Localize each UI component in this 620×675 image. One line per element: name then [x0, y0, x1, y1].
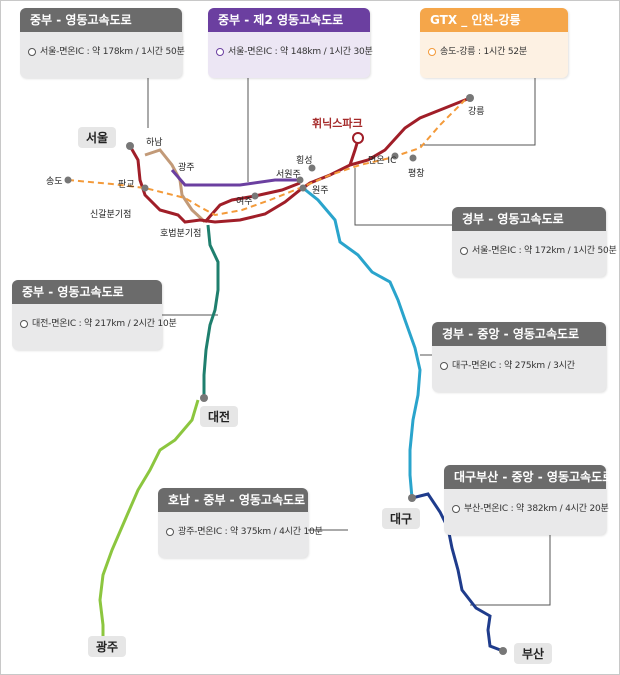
box-detail: 서울-면온IC : 약 178km / 1시간 50분 — [40, 47, 185, 57]
dot-wonju — [299, 184, 307, 192]
label-gwangju-gg: 광주 — [178, 163, 195, 173]
bullet-icon — [20, 319, 28, 328]
route-main-expressway — [128, 96, 471, 224]
label-singal: 신갈분기점 — [90, 210, 132, 220]
box-detail: 광주-면온IC : 약 375km / 4시간 10분 — [178, 527, 323, 537]
dot-hoengseong — [308, 164, 316, 172]
box-title: 중부 - 제2 영동고속도로 — [208, 8, 370, 32]
label-gangneung: 강릉 — [468, 107, 485, 117]
resort-label: 휘닉스파크 — [312, 117, 363, 130]
box-jungbu-yeongdong-top: 중부 - 영동고속도로 서울-면온IC : 약 178km / 1시간 50분 — [20, 8, 185, 78]
box-title: 중부 - 영동고속도로 — [20, 8, 182, 32]
dot-songdo — [64, 176, 72, 184]
bullet-icon — [440, 361, 448, 370]
box-detail: 대구-면온IC : 약 275km / 3시간 — [452, 361, 575, 371]
box-honam-jungbu: 호남 - 중부 - 영동고속도로 광주-면온IC : 약 375km / 4시간… — [158, 488, 323, 558]
box-title: 호남 - 중부 - 영동고속도로 — [158, 488, 308, 512]
label-hoengseong: 횡성 — [296, 156, 313, 166]
box-gtx: GTX _ 인천-강릉 송도-강릉 : 1시간 52분 — [420, 8, 568, 78]
box-title: 경부 - 영동고속도로 — [452, 207, 606, 231]
dot-yeoju — [251, 192, 259, 200]
label-wonju: 원주 — [312, 186, 329, 196]
dot-pangyo — [141, 184, 149, 192]
bullet-icon — [166, 527, 174, 536]
resort-marker — [352, 132, 364, 144]
route-gwangju — [98, 399, 200, 640]
box-jungbu2-yeongdong: 중부 - 제2 영동고속도로 서울-면온IC : 약 148km / 1시간 3… — [208, 8, 373, 78]
box-daegu-busan: 대구부산 - 중앙 - 영동고속도로 부산-면온IC : 약 382km / 4… — [444, 465, 613, 535]
bullet-icon — [216, 47, 224, 56]
dot-pyeongchang — [409, 154, 417, 162]
box-detail: 서울-면온IC : 약 148km / 1시간 30분 — [228, 47, 373, 57]
box-detail: 대전-면온IC : 약 217km / 2시간 10분 — [32, 319, 177, 329]
box-title: 중부 - 영동고속도로 — [12, 280, 162, 304]
connector-busan — [470, 535, 551, 606]
connector-lines — [147, 78, 551, 606]
label-pangyo: 판교 — [118, 180, 135, 190]
box-gyeongbu-yeongdong: 경부 - 영동고속도로 서울-면온IC : 약 172km / 1시간 50분 — [452, 207, 617, 277]
route-daegu — [302, 186, 422, 499]
label-hanam: 하남 — [146, 138, 163, 148]
label-yeoju: 여주 — [236, 197, 253, 207]
box-detail: 송도-강릉 : 1시간 52분 — [440, 47, 528, 57]
dot-myeonon — [391, 152, 399, 160]
dot-seowonju — [296, 176, 304, 184]
city-seoul: 서울 — [78, 127, 117, 148]
route-jungbu2 — [170, 169, 300, 187]
box-title: GTX _ 인천-강릉 — [420, 8, 568, 32]
label-pyeongchang: 평창 — [408, 169, 425, 179]
box-title: 경부 - 중앙 - 영동고속도로 — [432, 322, 606, 346]
bullet-icon — [460, 246, 468, 255]
label-hobeop: 호법분기점 — [160, 229, 202, 239]
box-detail: 부산-면온IC : 약 382km / 4시간 20분 — [464, 504, 609, 514]
box-detail: 서울-면온IC : 약 172km / 1시간 50분 — [472, 246, 617, 256]
bullet-icon — [452, 504, 460, 513]
dot-gangneung — [466, 94, 474, 102]
bullet-icon — [428, 47, 436, 56]
box-jungbu-yeongdong-daejeon: 중부 - 영동고속도로 대전-면온IC : 약 217km / 2시간 10분 — [12, 280, 177, 350]
label-songdo: 송도 — [46, 177, 63, 187]
dot-seoul — [126, 142, 134, 150]
box-gyeongbu-jungang: 경부 - 중앙 - 영동고속도로 대구-면온IC : 약 275km / 3시간 — [432, 322, 606, 392]
route-main-branch — [203, 181, 301, 223]
route-daegu-busan — [411, 492, 504, 653]
dot-daegu — [408, 494, 416, 502]
label-myeonon: 면온 IC — [368, 156, 397, 166]
label-seowonju: 서원주 — [276, 170, 301, 180]
station-dots — [64, 94, 507, 655]
route-daejeon — [202, 224, 220, 398]
dot-busan — [499, 647, 507, 655]
bullet-icon — [28, 47, 36, 56]
connector-gtx — [420, 78, 536, 146]
connector-gyeongbu — [354, 168, 452, 226]
city-daegu: 대구 — [382, 508, 421, 529]
box-title: 대구부산 - 중앙 - 영동고속도로 — [444, 465, 613, 489]
city-gwangju: 광주 — [88, 636, 127, 657]
city-daejeon: 대전 — [200, 406, 239, 427]
dot-daejeon — [200, 394, 208, 402]
city-busan: 부산 — [514, 643, 553, 664]
route-gtx — [67, 99, 466, 217]
